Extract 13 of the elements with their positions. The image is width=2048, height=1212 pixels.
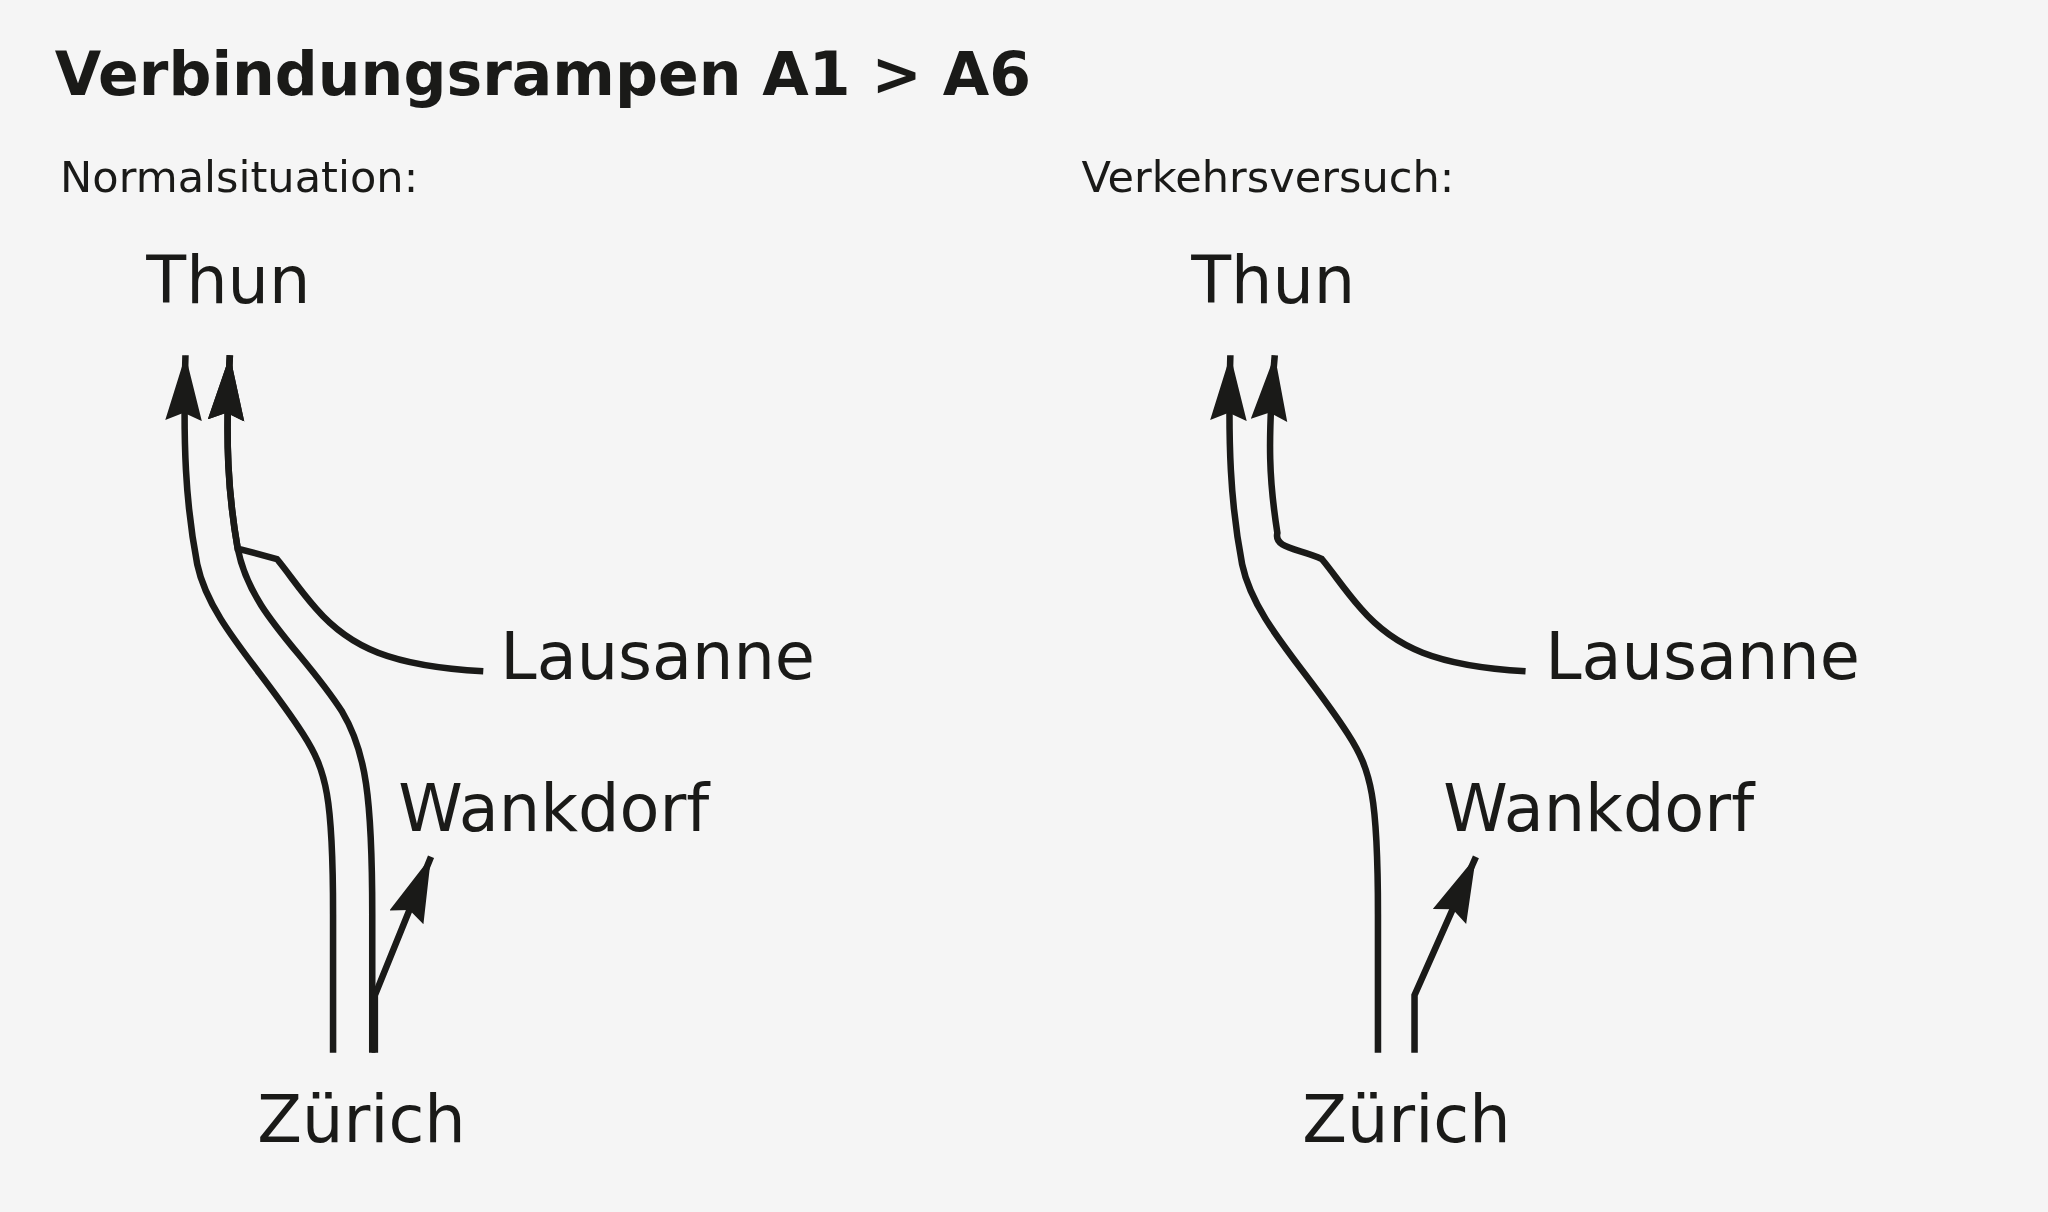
place-label: Thun [146,245,311,318]
lane-arrow [1411,855,1479,1053]
place-label: Zürich [1302,1084,1511,1156]
section-heading: Verkehrsversuch: [1081,154,1455,202]
place-label: Wankdorf [1443,773,1755,846]
title: Verbindungsrampen A1 > A6 [54,41,1032,108]
place-label: Thun [1191,245,1356,318]
lane-arrow [371,855,435,1053]
place-label: Zürich [257,1084,466,1156]
place-label: Wankdorf [398,773,710,846]
place-label: Lausanne [500,621,816,694]
section-heading: Normalsituation: [60,154,419,202]
place-label: Lausanne [1545,621,1860,694]
